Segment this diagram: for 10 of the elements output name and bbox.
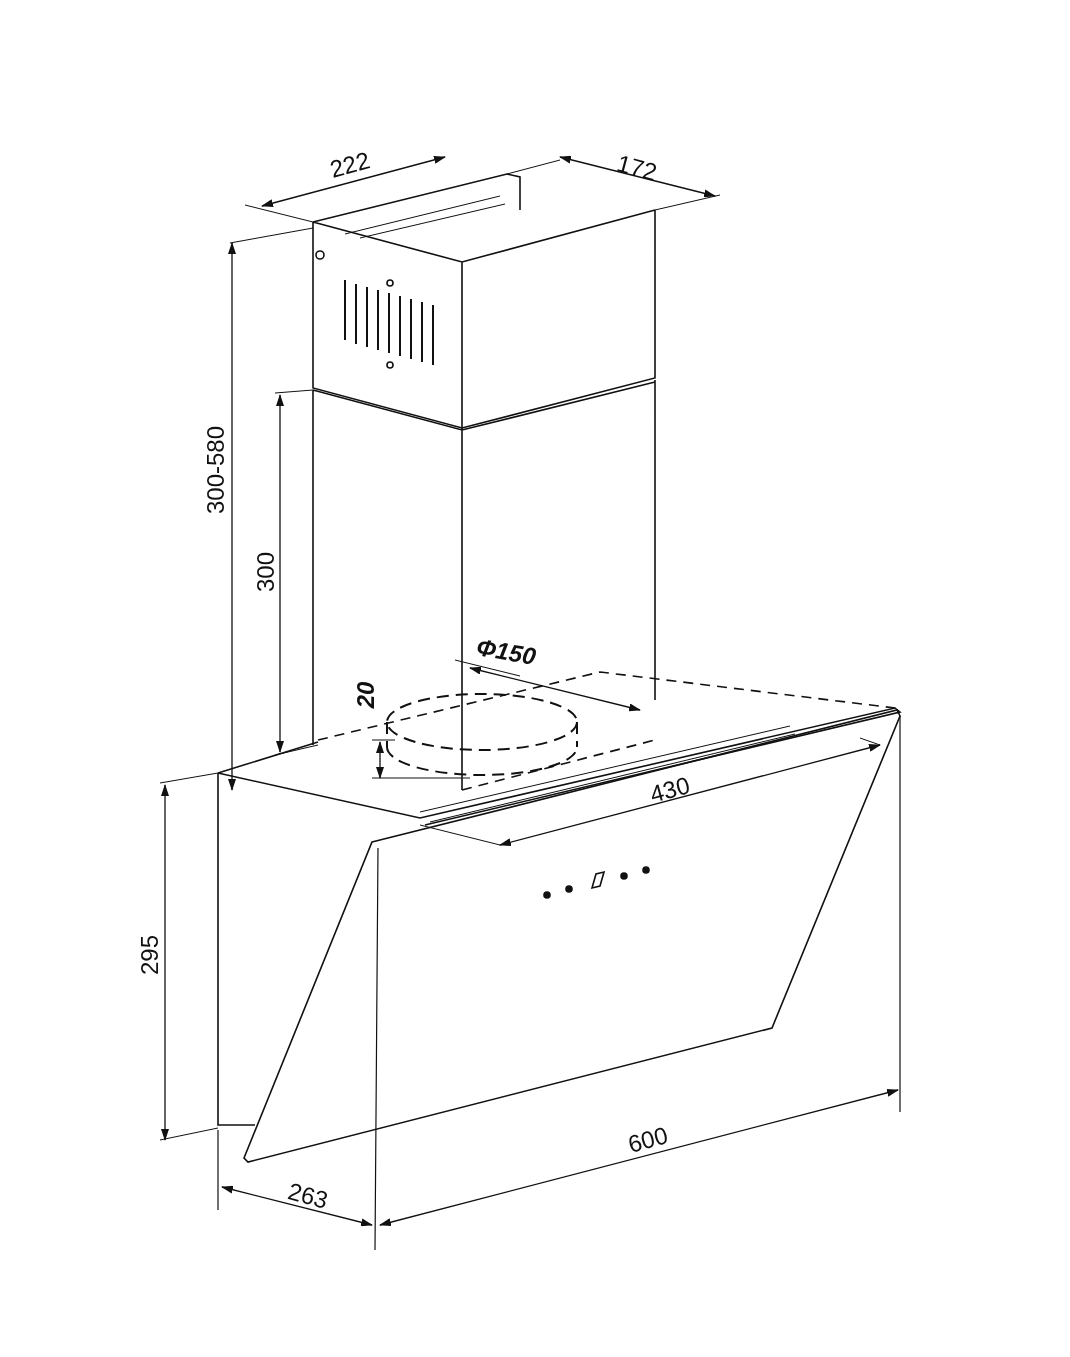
dimension-label: 300-580 xyxy=(204,425,228,515)
dimension-label: 172 xyxy=(614,151,660,185)
dimension-label: 295 xyxy=(138,935,162,975)
dimension-label: 20 xyxy=(354,681,378,709)
dimension-label: 222 xyxy=(327,148,373,182)
dimension-label: 300 xyxy=(254,552,278,592)
dimension-label: 430 xyxy=(647,773,693,807)
dimension-label: 600 xyxy=(625,1123,671,1157)
dimension-label: 263 xyxy=(285,1179,331,1213)
dimension-label: Φ150 xyxy=(474,635,538,669)
